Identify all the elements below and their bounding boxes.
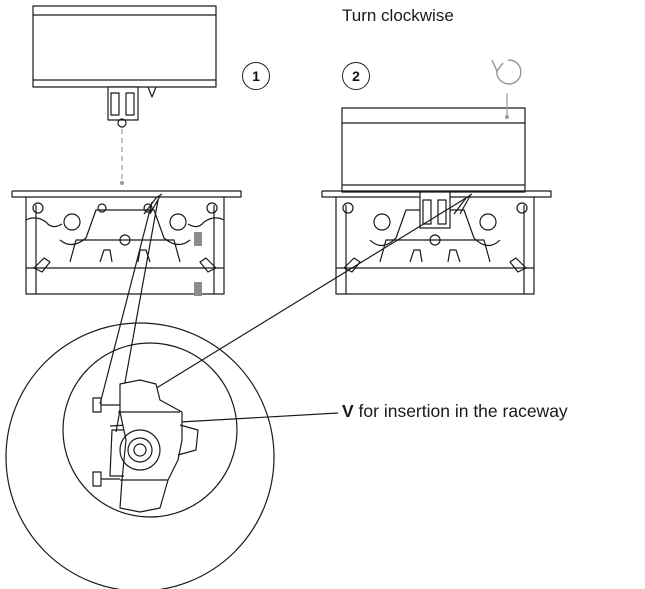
device-step1: [32, 5, 217, 128]
step-badge-1: 1: [242, 62, 270, 90]
clockwise-arrow-icon: [491, 59, 522, 85]
callout-text: for insertion in the raceway: [353, 401, 568, 421]
magnified-detail: [5, 322, 275, 589]
v-notch-callout: V for insertion in the raceway: [342, 401, 568, 421]
raceway-step2: [321, 190, 552, 295]
callout-bold-letter: V: [342, 401, 354, 421]
instruction-text: Turn clockwise: [342, 6, 454, 25]
device-step2: [341, 93, 526, 193]
step-badge-2: 2: [342, 62, 370, 90]
raceway-step1: [11, 190, 242, 296]
